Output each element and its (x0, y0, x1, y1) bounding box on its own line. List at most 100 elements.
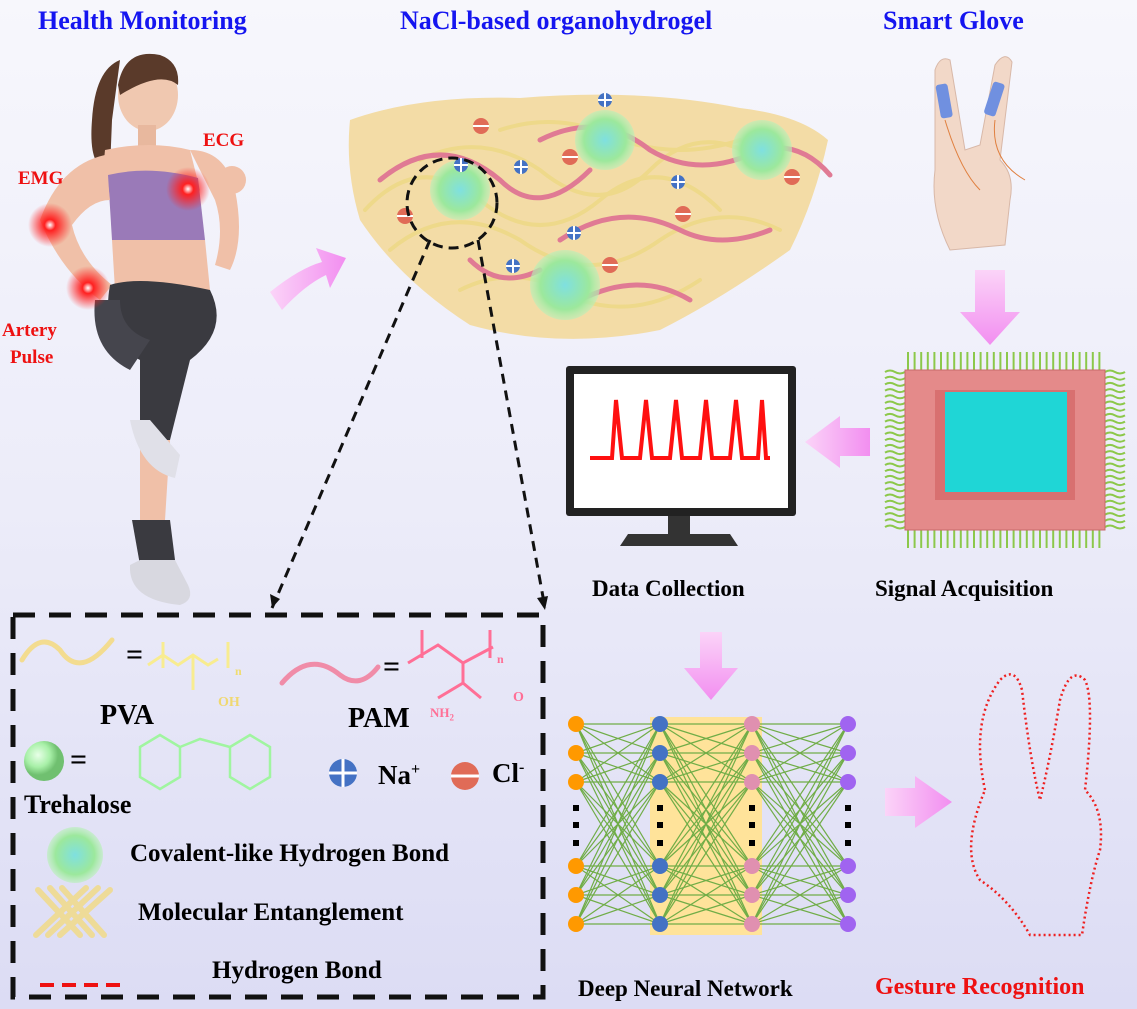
chip-pin (1104, 462, 1126, 468)
ellipsis-dot (573, 840, 579, 846)
na-sup: + (411, 761, 421, 778)
chip-pin (884, 381, 906, 387)
chip-pin (1104, 468, 1126, 474)
chip-pin (1104, 499, 1126, 505)
chip-pin (884, 493, 906, 499)
label-pva: PVA (100, 700, 154, 731)
label-hydrogen-bond: Hydrogen Bond (212, 957, 382, 984)
pva-chain-icon (19, 637, 115, 666)
network-edge (751, 723, 849, 754)
pva-structure (147, 642, 230, 690)
arrow-data-to-network (684, 632, 738, 700)
chip-pin (884, 400, 906, 406)
chip-pin (1104, 375, 1126, 381)
signal-waveform (590, 399, 770, 460)
chip-pin (1104, 443, 1126, 449)
label-artery: Artery (2, 320, 57, 341)
label-covalent-hbond: Covalent-like Hydrogen Bond (130, 840, 450, 867)
chip-pin (1104, 425, 1126, 431)
chip-pin (1104, 474, 1126, 480)
signal-chip (884, 352, 1126, 548)
network-node (652, 887, 668, 903)
label-pulse: Pulse (10, 347, 54, 368)
network-edge (575, 723, 661, 925)
pva-n: n (235, 664, 242, 678)
network-node (744, 774, 760, 790)
arrow-to-hydrogel (270, 248, 346, 310)
chip-pin (1104, 431, 1126, 437)
network-edge (575, 723, 661, 754)
na-ion-icon (329, 759, 357, 787)
network-node (568, 745, 584, 761)
network-node (840, 716, 856, 732)
label-na: Na+ (378, 760, 420, 791)
chip-pin (884, 462, 906, 468)
gesture-outline (969, 673, 1103, 937)
label-cl: Cl- (492, 758, 524, 789)
chip-pin (1104, 419, 1126, 425)
ecg-sensor-glow (166, 167, 210, 211)
network-node (568, 887, 584, 903)
network-node (568, 774, 584, 790)
trehalose-ball-icon (24, 741, 64, 781)
ellipsis-dot (573, 805, 579, 811)
pva-oh: OH (218, 695, 240, 710)
network-edge (575, 752, 661, 925)
network-edge (751, 752, 849, 925)
network-node (568, 716, 584, 732)
entanglement-icon (33, 885, 113, 938)
runner-figure (28, 53, 246, 605)
emg-sensor-glow (28, 203, 72, 247)
network-node (744, 916, 760, 932)
trehalose-structure (138, 733, 272, 791)
chip-pin (1104, 512, 1126, 518)
nh-sub: 2 (449, 712, 455, 723)
chip-pin (884, 443, 906, 449)
chip-pin (884, 375, 906, 381)
chip-pin (884, 474, 906, 480)
pam-o: O (513, 690, 524, 705)
network-node (744, 716, 760, 732)
network-edge (751, 723, 849, 783)
cl-ion-icon (451, 762, 479, 790)
covalent-bond-icon (47, 827, 103, 883)
network-edge (575, 781, 661, 925)
label-deep-neural-network: Deep Neural Network (578, 976, 793, 1001)
ellipsis-dot (657, 822, 663, 828)
label-pam: PAM (348, 703, 410, 734)
smart-glove-hand (933, 56, 1026, 251)
pam-nh2: NH2 (430, 705, 454, 723)
chip-pin (1104, 394, 1126, 400)
network-edge (659, 894, 753, 925)
network-node (840, 745, 856, 761)
label-signal-acquisition: Signal Acquisition (875, 576, 1054, 601)
title-health-monitoring: Health Monitoring (38, 6, 247, 35)
network-node (568, 858, 584, 874)
network-edge (575, 894, 661, 925)
chip-pin (1104, 456, 1126, 462)
chip-pin (884, 437, 906, 443)
chip-pin (1104, 524, 1126, 530)
ellipsis-dot (845, 840, 851, 846)
legend-box (10, 612, 546, 1000)
zoom-line-right (476, 239, 547, 609)
arrow-glove-to-chip (960, 270, 1020, 345)
network-node (652, 774, 668, 790)
na-text: Na (378, 760, 411, 790)
network-edge (659, 723, 753, 925)
chip-pin (1104, 487, 1126, 493)
arrow-network-to-gesture (885, 776, 952, 828)
network-edge (575, 723, 661, 867)
label-ecg: ECG (203, 130, 245, 151)
cl-text: Cl (492, 758, 519, 788)
network-edge (659, 752, 753, 925)
chip-pin (884, 425, 906, 431)
chip-pin (884, 369, 906, 375)
network-edge (751, 723, 849, 867)
ellipsis-dot (573, 822, 579, 828)
nh-text: NH (430, 705, 450, 720)
network-node (744, 858, 760, 874)
chip-pin (1104, 450, 1126, 456)
label-trehalose: Trehalose (24, 790, 132, 819)
